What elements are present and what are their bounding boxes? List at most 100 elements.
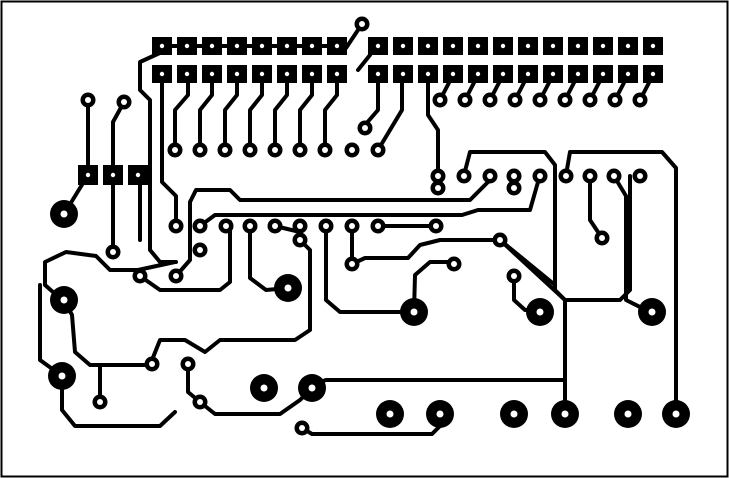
round-pad-drill [359,21,365,27]
round-pad-drill [587,173,593,179]
round-pad-drill [322,147,328,153]
round-pad-drill [297,223,303,229]
header-pad-drill [525,43,531,49]
round-pad-drill [149,361,155,367]
round-pad-drill [362,125,368,131]
header-pad-drill [309,71,315,77]
large-pad-drill [58,372,66,380]
round-pad-drill [247,147,253,153]
header-pad-drill [234,43,240,49]
round-pad-drill [137,273,143,279]
round-pad-drill [121,99,127,105]
square-pad-drill [135,172,141,178]
pin-header [152,37,663,83]
header-pad-drill [259,71,265,77]
header-pad-drill [259,43,265,49]
round-pad-drill [223,223,229,229]
round-pad-drill [497,237,503,243]
round-pad-drill [299,425,305,431]
square-pad-drill [85,172,91,178]
trace-fanout-left [173,73,339,152]
round-pad-drill [297,237,303,243]
header-pad-drill [475,71,481,77]
round-pad-drill [97,399,103,405]
round-pad-drill [297,147,303,153]
round-pad-drill [612,97,618,103]
round-pad-drill [85,97,91,103]
header-pad-drill [575,71,581,77]
round-pad-drill [587,97,593,103]
header-pad-drill [209,43,215,49]
trace-middle-bus [138,173,542,292]
header-pad-drill [650,71,656,77]
header-pad-drill [284,43,290,49]
round-pad-drill [462,97,468,103]
round-pad-drill [611,173,617,179]
header-pad-drill [184,71,190,77]
round-pad-drill [247,223,253,229]
round-pad-drill [272,147,278,153]
trace-fanout-mid [363,73,440,187]
round-pad-drill [637,173,643,179]
header-pad-drill [159,43,165,49]
header-pad-drill [400,43,406,49]
header-pad-drill [375,43,381,49]
round-pad-drill [511,173,517,179]
header-pad-drill [184,43,190,49]
round-pad-drill [197,147,203,153]
large-pad-drill [308,384,316,392]
header-pad-drill [334,71,340,77]
header-pad-drill [334,43,340,49]
large-pad-drill [436,410,444,418]
header-pad-drill [500,43,506,49]
header-pad-drill [500,71,506,77]
large-pad-drill [284,284,292,292]
large-pad-drill [386,410,394,418]
large-pad-drill [536,308,544,316]
pads [48,16,690,436]
round-pad-drill [562,97,568,103]
large-pad-drill [648,308,656,316]
round-pad-drill [375,147,381,153]
header-pad-drill [400,71,406,77]
trace-right-loop [564,150,678,414]
round-pad-drill [433,223,439,229]
header-pad-drill [650,43,656,49]
header-pad-drill [425,71,431,77]
round-pad-drill [197,223,203,229]
header-pad-drill [450,43,456,49]
large-pad-drill [60,296,68,304]
large-pad-drill [561,410,569,418]
large-pad-drill [510,410,518,418]
round-pad-drill [487,97,493,103]
round-pad-drill [323,223,329,229]
large-pad-drill [624,410,632,418]
header-pad-drill [525,71,531,77]
round-pad-drill [537,173,543,179]
round-pad-drill [537,97,543,103]
header-pad-drill [550,71,556,77]
header-pad-drill [159,71,165,77]
round-pad-drill [637,97,643,103]
round-pad-drill [197,247,203,253]
header-pad-drill [550,43,556,49]
trace-fanout-right [438,73,655,102]
large-pad-drill [260,384,268,392]
round-pad-drill [435,185,441,191]
large-pad-drill [60,210,68,218]
header-pad-drill [284,71,290,77]
round-pad-drill [461,173,467,179]
round-pad-drill [437,97,443,103]
header-pad-drill [450,71,456,77]
header-pad-drill [309,43,315,49]
round-pad-drill [435,173,441,179]
round-pad-drill [185,361,191,367]
round-pad-drill [511,273,517,279]
round-pad-drill [599,235,605,241]
trace-header-left-feed [138,50,178,264]
round-pad-drill [349,261,355,267]
trace-col1-down [160,73,178,228]
large-pad-drill [672,410,680,418]
round-pad-drill [349,147,355,153]
